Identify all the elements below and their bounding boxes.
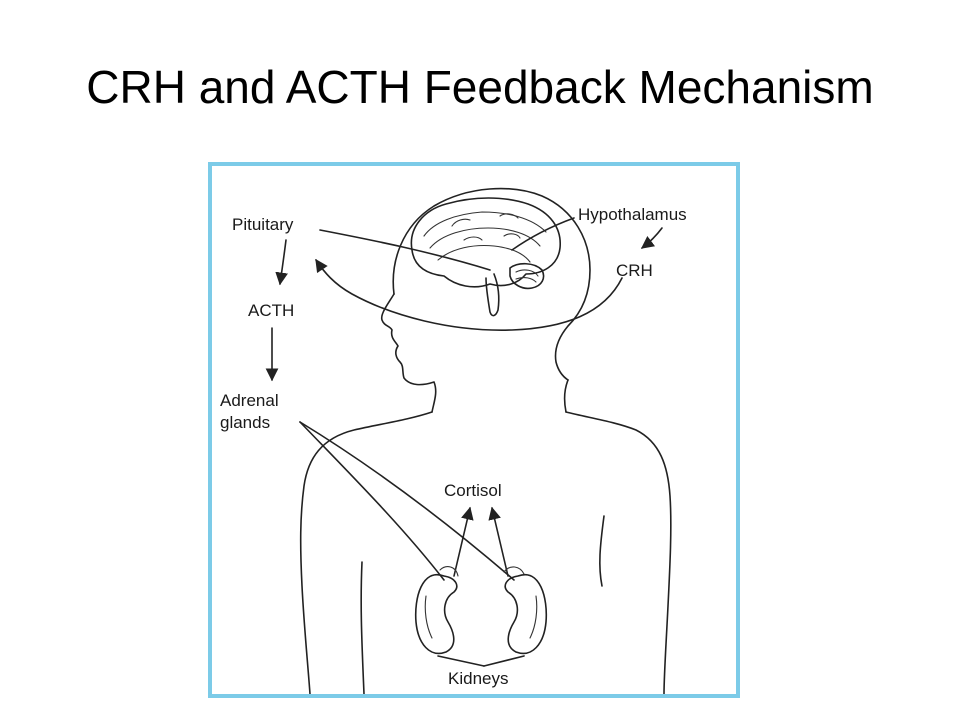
neck-back [563,379,569,413]
kidneys-pointer-left [437,655,485,667]
hypothalamus-to-crh-arrow [640,227,663,249]
face-profile [380,293,437,413]
hypothalamus-pointer [511,217,575,251]
label-acth: ACTH [248,301,294,320]
feedback-arc [315,258,623,331]
label-pituitary: Pituitary [232,215,294,234]
adrenal-pointer-left-kidney [299,421,445,581]
right-kidney-illustration [503,566,548,655]
cortisol-arrow-right [488,506,509,577]
label-kidneys: Kidneys [448,669,508,688]
brain-illustration [410,197,561,317]
label-crh: CRH [616,261,653,280]
cortisol-arrow-left [453,506,474,577]
feedback-diagram: Pituitary Hypothalamus CRH ACTH Adrenal … [220,187,687,694]
diagram-frame: Pituitary Hypothalamus CRH ACTH Adrenal … [208,162,740,698]
kidneys-pointer-right [483,655,525,667]
head-outline [392,187,591,381]
left-shoulder [299,411,433,694]
label-cortisol: Cortisol [444,481,502,500]
pituitary-pointer [319,229,491,271]
adrenal-pointer-right-kidney [299,421,515,581]
label-adrenal-line1: Adrenal [220,391,279,410]
left-kidney-illustration [414,566,459,655]
right-shoulder [565,411,672,694]
left-armpit [360,561,365,694]
pituitary-to-acth-arrow [275,239,288,286]
slide-title: CRH and ACTH Feedback Mechanism [86,61,874,113]
label-hypothalamus: Hypothalamus [578,205,687,224]
right-armpit [599,515,605,587]
label-adrenal-line2: glands [220,413,270,432]
